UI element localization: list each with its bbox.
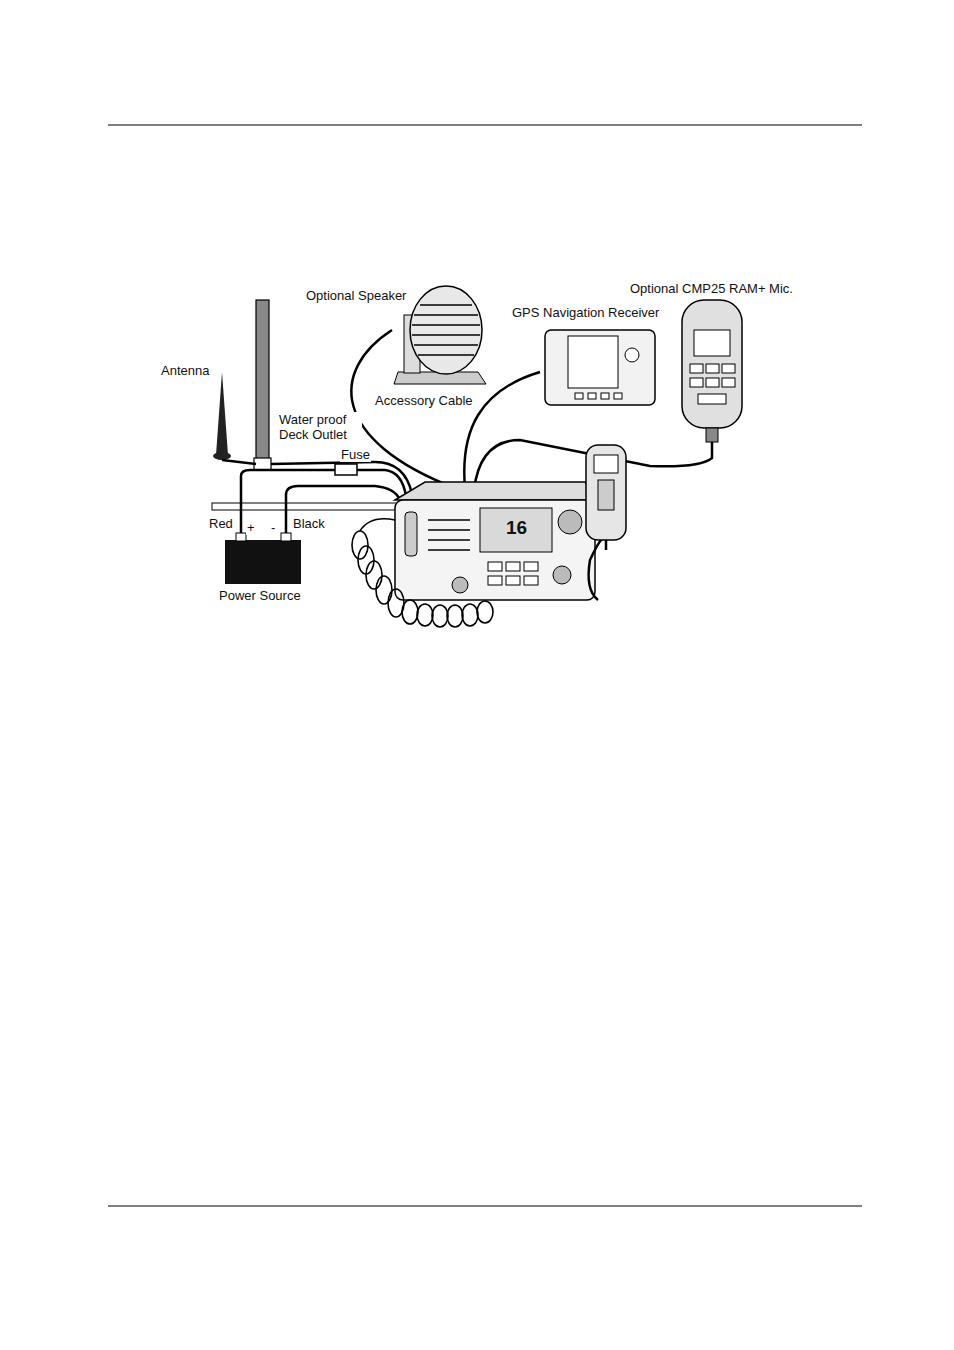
part-name: Water proof Deck Outlet bbox=[278, 412, 362, 442]
wire-color: Red bbox=[208, 516, 234, 531]
channel-display: 16 bbox=[505, 518, 528, 538]
part-name: Power Source bbox=[218, 588, 302, 603]
accessory-name: GPS Navigation Receiver bbox=[511, 305, 660, 320]
part-name: Antenna bbox=[160, 363, 210, 378]
accessory-name: Optional Speaker bbox=[305, 288, 407, 303]
accessory-name: Optional CMP25 RAM+ Mic. bbox=[629, 281, 794, 296]
part-name: Fuse bbox=[340, 447, 371, 462]
terminal-sign: - bbox=[270, 520, 276, 535]
terminal-sign: + bbox=[246, 520, 256, 535]
cable-name: Accessory Cable bbox=[374, 393, 474, 408]
wire-color: Black bbox=[292, 516, 326, 531]
